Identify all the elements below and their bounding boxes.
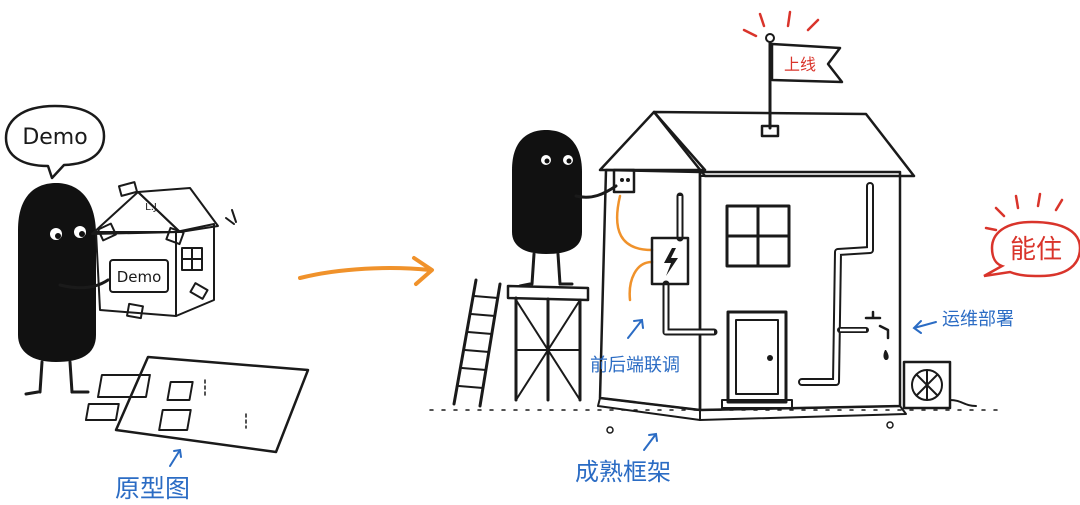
blueprint-paper [84,355,310,454]
house [597,110,977,421]
label-framework-text: 成熟框架 [575,458,671,486]
scaffold [452,278,590,408]
box-sign: Demo [109,259,169,293]
water-pipe [798,182,890,386]
house-window [725,204,791,268]
house-door [721,310,793,409]
left-character [18,183,110,396]
ground [429,409,1001,434]
wall-socket [612,168,636,194]
cardboard-house: L.J [91,181,237,320]
livable-bubble: 能住 [983,192,1080,278]
rooftop-flag: 上线 [742,10,844,130]
svg-text:L.J: L.J [145,202,157,213]
label-prototype: 原型图 [115,448,190,503]
ac-unit [902,360,977,410]
box-sign-text: Demo [117,268,162,286]
electric-conduit [615,192,718,336]
label-framework: 成熟框架 [575,432,671,486]
progress-arrow [298,256,434,286]
right-character [512,130,618,288]
label-ops-deploy-text: 运维部署 [942,309,1014,330]
label-frontend-backend-text: 前后端联调 [590,355,680,376]
label-ops-deploy: 运维部署 [912,309,1014,334]
label-frontend-backend: 前后端联调 [590,318,680,376]
flag-text: 上线 [784,55,816,74]
label-prototype-text: 原型图 [115,474,190,503]
livable-bubble-text: 能住 [1010,235,1062,265]
electric-box [650,236,690,286]
speech-bubble: Demo [4,104,106,180]
speech-bubble-text: Demo [22,125,87,150]
